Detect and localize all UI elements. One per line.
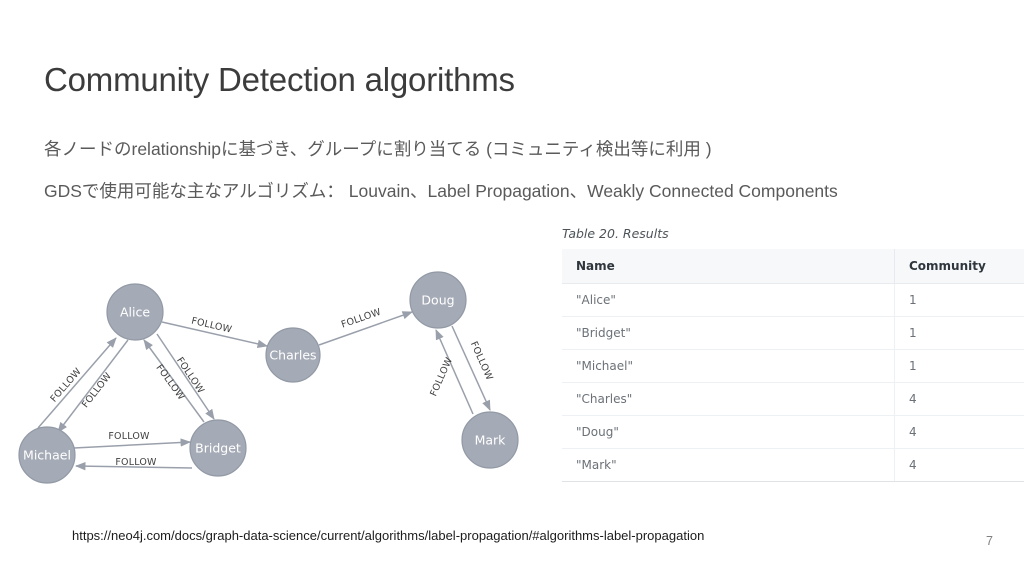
results-table-caption: Table 20. Results	[562, 226, 669, 241]
edge-bridget-michael	[74, 461, 193, 471]
cell-community: 1	[894, 283, 1024, 317]
results-table: Name Community "Alice" 1 "Bridget" 1 "Mi…	[562, 249, 1024, 482]
table-row: "Mark" 4	[562, 448, 1024, 482]
table-header-row: Name Community	[562, 249, 1024, 284]
graph-node-label-bridget: Bridget	[195, 441, 241, 456]
edge-label-mark-doug: FOLLOW	[428, 356, 455, 399]
page-title: Community Detection algorithms	[44, 61, 515, 98]
cell-community: 4	[894, 415, 1024, 449]
edge-label-alice-michael: FOLLOW	[80, 371, 114, 411]
graph-node-alice[interactable]: Alice	[106, 283, 164, 341]
edge-doug-mark	[451, 325, 491, 411]
edge-alice-bridget	[156, 333, 215, 420]
graph-node-label-alice: Alice	[120, 305, 150, 320]
edge-charles-doug	[318, 311, 413, 346]
cell-community: 1	[894, 316, 1024, 350]
graph-diagram: FOLLOW FOLLOW FOLLOW FOLLOW FOLLOW FOLLO…	[0, 258, 545, 508]
edge-mark-doug	[435, 329, 474, 415]
table-row: "Michael" 1	[562, 349, 1024, 383]
edge-michael-alice	[37, 337, 117, 429]
edge-label-bridget-michael: FOLLOW	[115, 457, 157, 468]
cell-name: "Charles"	[562, 382, 895, 416]
table-header-name: Name	[562, 249, 895, 284]
cell-community: 1	[894, 349, 1024, 383]
graph-node-label-mark: Mark	[475, 433, 507, 448]
graph-node-bridget[interactable]: Bridget	[189, 419, 247, 477]
graph-nodes: Alice Michael Bridget Charles Doug	[18, 271, 519, 484]
table-row: "Bridget" 1	[562, 316, 1024, 350]
table-row: "Alice" 1	[562, 283, 1024, 317]
edge-label-doug-mark: FOLLOW	[468, 340, 495, 383]
body-text-line-1: 各ノードのrelationshipに基づき、グループに割り当てる (コミュニティ…	[44, 139, 712, 159]
cell-name: "Alice"	[562, 283, 895, 317]
page-number: 7	[986, 534, 993, 548]
cell-name: "Mark"	[562, 448, 895, 482]
graph-edges: FOLLOW FOLLOW FOLLOW FOLLOW FOLLOW FOLLO…	[37, 307, 495, 471]
source-url-text[interactable]: https://neo4j.com/docs/graph-data-scienc…	[72, 528, 705, 543]
body-text-line-2: GDSで使用可能な主なアルゴリズム： Louvain、Label Propaga…	[44, 181, 838, 201]
cell-name: "Bridget"	[562, 316, 895, 350]
table-row: "Charles" 4	[562, 382, 1024, 416]
graph-node-label-michael: Michael	[23, 448, 71, 463]
cell-name: "Doug"	[562, 415, 895, 449]
edge-label-charles-doug: FOLLOW	[340, 307, 383, 331]
cell-community: 4	[894, 448, 1024, 482]
edge-bridget-alice	[143, 339, 205, 423]
edge-michael-bridget	[73, 438, 192, 449]
edge-label-michael-bridget: FOLLOW	[108, 431, 150, 442]
edge-label-michael-alice: FOLLOW	[48, 366, 84, 405]
results-table-panel: Table 20. Results Name Community "Alice"…	[552, 224, 1024, 486]
graph-node-doug[interactable]: Doug	[409, 271, 467, 329]
graph-node-label-charles: Charles	[269, 348, 316, 363]
graph-node-mark[interactable]: Mark	[461, 411, 519, 469]
table-header-community: Community	[894, 249, 1024, 284]
graph-node-michael[interactable]: Michael	[18, 426, 76, 484]
results-table-body: "Alice" 1 "Bridget" 1 "Michael" 1 "Charl…	[562, 283, 1024, 482]
graph-node-label-doug: Doug	[421, 293, 454, 308]
cell-community: 4	[894, 382, 1024, 416]
edge-alice-michael	[57, 339, 129, 433]
edge-alice-charles	[161, 321, 269, 348]
table-row: "Doug" 4	[562, 415, 1024, 449]
graph-node-charles[interactable]: Charles	[265, 327, 321, 383]
cell-name: "Michael"	[562, 349, 895, 383]
